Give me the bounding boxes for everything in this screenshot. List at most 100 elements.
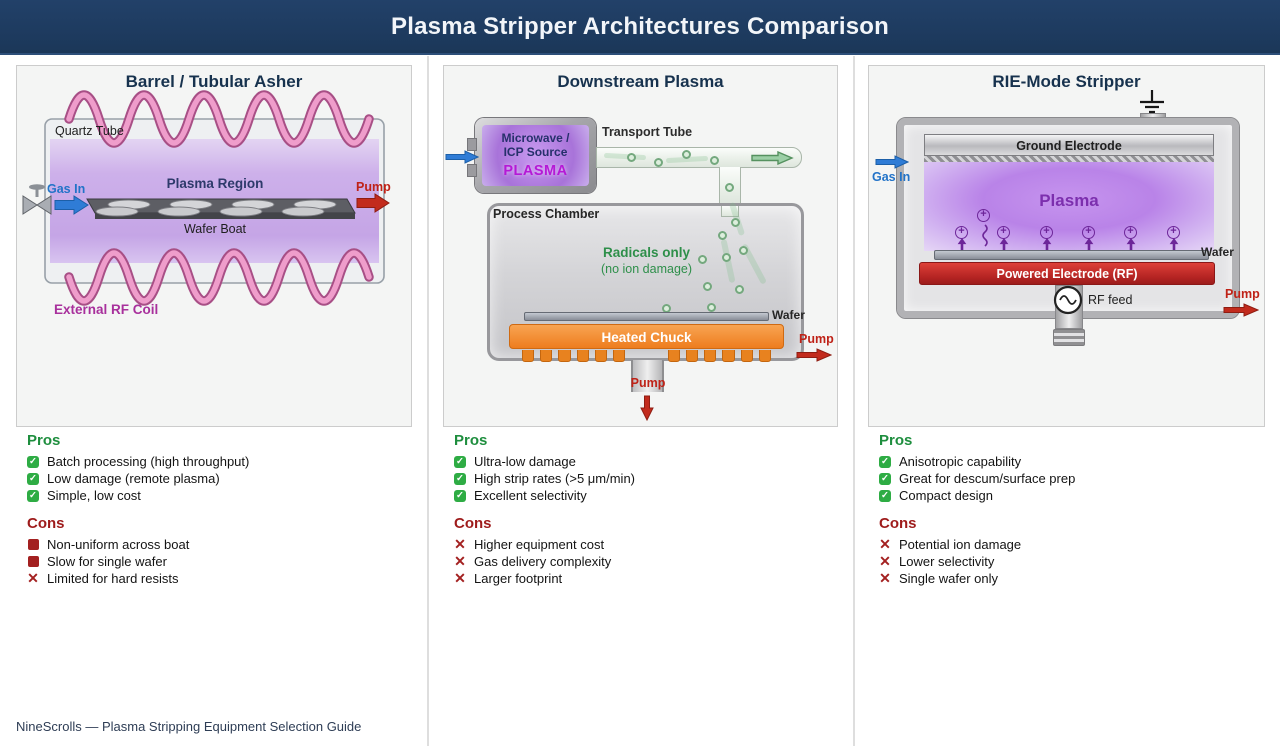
flow-arrow-icon: [751, 151, 794, 165]
wafer-label: Wafer: [772, 308, 805, 322]
x-icon: [879, 538, 891, 551]
pros-heading: Pros: [27, 432, 61, 449]
con-item: Single wafer only: [879, 570, 1259, 587]
con-text: Limited for hard resists: [47, 571, 179, 587]
wafer-boat: [86, 198, 356, 219]
barrel-asher-title: Barrel / Tubular Asher: [125, 72, 303, 91]
radical-dot: [707, 303, 716, 312]
pro-text: Great for descum/surface prep: [899, 471, 1076, 487]
page-title: Plasma Stripper Architectures Comparison: [391, 12, 889, 40]
pro-text: Anisotropic capability: [899, 454, 1022, 470]
source-port: [467, 164, 477, 177]
process-chamber-label: Process Chamber: [493, 207, 600, 221]
barrel-asher-proscons: Pros Batch processing (high throughput) …: [27, 432, 406, 587]
panel-downstream-plasma: Downstream Plasma Microwave / ICP Source…: [443, 56, 838, 746]
heater-fin: [704, 350, 717, 362]
rie-plasma-region: [924, 162, 1214, 251]
wafer: [524, 312, 769, 321]
pro-item: Ultra-low damage: [454, 453, 832, 470]
con-item: Lower selectivity: [879, 553, 1259, 570]
pro-item: Batch processing (high throughput): [27, 453, 406, 470]
valve-icon: [22, 184, 52, 215]
con-text: Potential ion damage: [899, 536, 1022, 552]
square-icon: [27, 555, 39, 567]
con-text: Non-uniform across boat: [47, 536, 190, 552]
rf-feed-label: RF feed: [1088, 293, 1133, 307]
con-text: Slow for single wafer: [47, 553, 167, 569]
radical-dot: [698, 255, 707, 264]
plasma-source-box: Microwave / ICP Source PLASMA: [475, 118, 596, 193]
heater-fin: [740, 350, 753, 362]
gas-in-arrow-icon: [54, 195, 89, 215]
check-icon: [27, 489, 39, 502]
check-icon: [27, 455, 39, 468]
con-item: Higher equipment cost: [454, 536, 832, 553]
ion-arrow-icon: [1042, 238, 1052, 251]
radical-dot: [725, 183, 734, 192]
heater-fin: [613, 350, 626, 362]
ion-icon: [955, 226, 968, 239]
x-icon: [879, 572, 891, 585]
cons-heading: Cons: [454, 514, 492, 532]
ac-source-icon: [1053, 285, 1083, 315]
heater-fin: [522, 350, 535, 362]
pro-item: Excellent selectivity: [454, 487, 832, 504]
con-item: Slow for single wafer: [27, 553, 406, 570]
gas-in-label: Gas In: [872, 170, 911, 184]
panel-barrel-asher: Barrel / Tubular Asher: [16, 56, 412, 746]
con-text: Larger footprint: [474, 571, 563, 587]
heater-fin: [558, 350, 571, 362]
check-icon: [454, 489, 466, 502]
pump-port: [631, 360, 664, 392]
cons-heading: Cons: [879, 514, 917, 532]
pro-item: Simple, low cost: [27, 487, 406, 504]
pump-side-label: Pump: [799, 332, 834, 346]
pump-bottom-label: Pump: [630, 376, 666, 390]
pro-text: Batch processing (high throughput): [47, 454, 250, 470]
pro-text: High strip rates (>5 μm/min): [474, 471, 636, 487]
rf-connector: [1053, 329, 1085, 346]
pros-heading: Pros: [454, 432, 488, 449]
wafer-label: Wafer: [1201, 245, 1234, 259]
check-icon: [879, 455, 891, 468]
pro-item: Compact design: [879, 487, 1259, 504]
barrel-asher-diagram-box: Barrel / Tubular Asher: [16, 65, 412, 427]
radical-dot: [654, 158, 663, 167]
heater-fin: [667, 350, 680, 362]
con-text: Lower selectivity: [899, 553, 995, 569]
rie-plasma-label: Plasma: [1039, 191, 1099, 210]
pro-text: Compact design: [899, 488, 993, 504]
ion-icon: [1040, 226, 1053, 239]
pro-text: Simple, low cost: [47, 488, 141, 504]
radical-dot: [718, 231, 727, 240]
panel-rie-stripper: RIE-Mode Stripper Ground Electrode Plasm…: [868, 56, 1265, 746]
wafer: [934, 250, 1209, 260]
heater-fin: [594, 350, 608, 362]
source-label-line1: Microwave /: [501, 131, 570, 145]
x-icon: [879, 555, 891, 568]
plasma-region-label: Plasma Region: [166, 176, 264, 191]
chamber-inlet-stub: [721, 206, 739, 217]
plasma-source-interior: Microwave / ICP Source PLASMA: [482, 125, 589, 186]
radical-dot: [731, 218, 740, 227]
pump-arrow-icon: [356, 193, 390, 213]
column-divider: [853, 56, 855, 746]
source-plasma-label: PLASMA: [503, 163, 568, 179]
check-icon: [454, 472, 466, 485]
con-text: Higher equipment cost: [474, 536, 605, 552]
ion-arrow-icon: [957, 238, 967, 251]
ion-arrow-icon: [999, 238, 1009, 251]
transport-tube-label: Transport Tube: [602, 125, 693, 139]
ion-arrow-icon: [1169, 238, 1179, 251]
x-icon: [454, 555, 466, 568]
ion-icon: [1167, 226, 1180, 239]
ion-arrow-icon: [1126, 238, 1136, 251]
heater-fin: [576, 350, 589, 362]
pro-text: Excellent selectivity: [474, 488, 587, 504]
ground-icon: [1140, 90, 1164, 114]
rie-diagram-box: RIE-Mode Stripper Ground Electrode Plasm…: [868, 65, 1265, 427]
con-text: Single wafer only: [899, 571, 998, 587]
check-icon: [879, 489, 891, 502]
transport-tube: [596, 147, 802, 168]
pump-label: Pump: [356, 180, 391, 194]
